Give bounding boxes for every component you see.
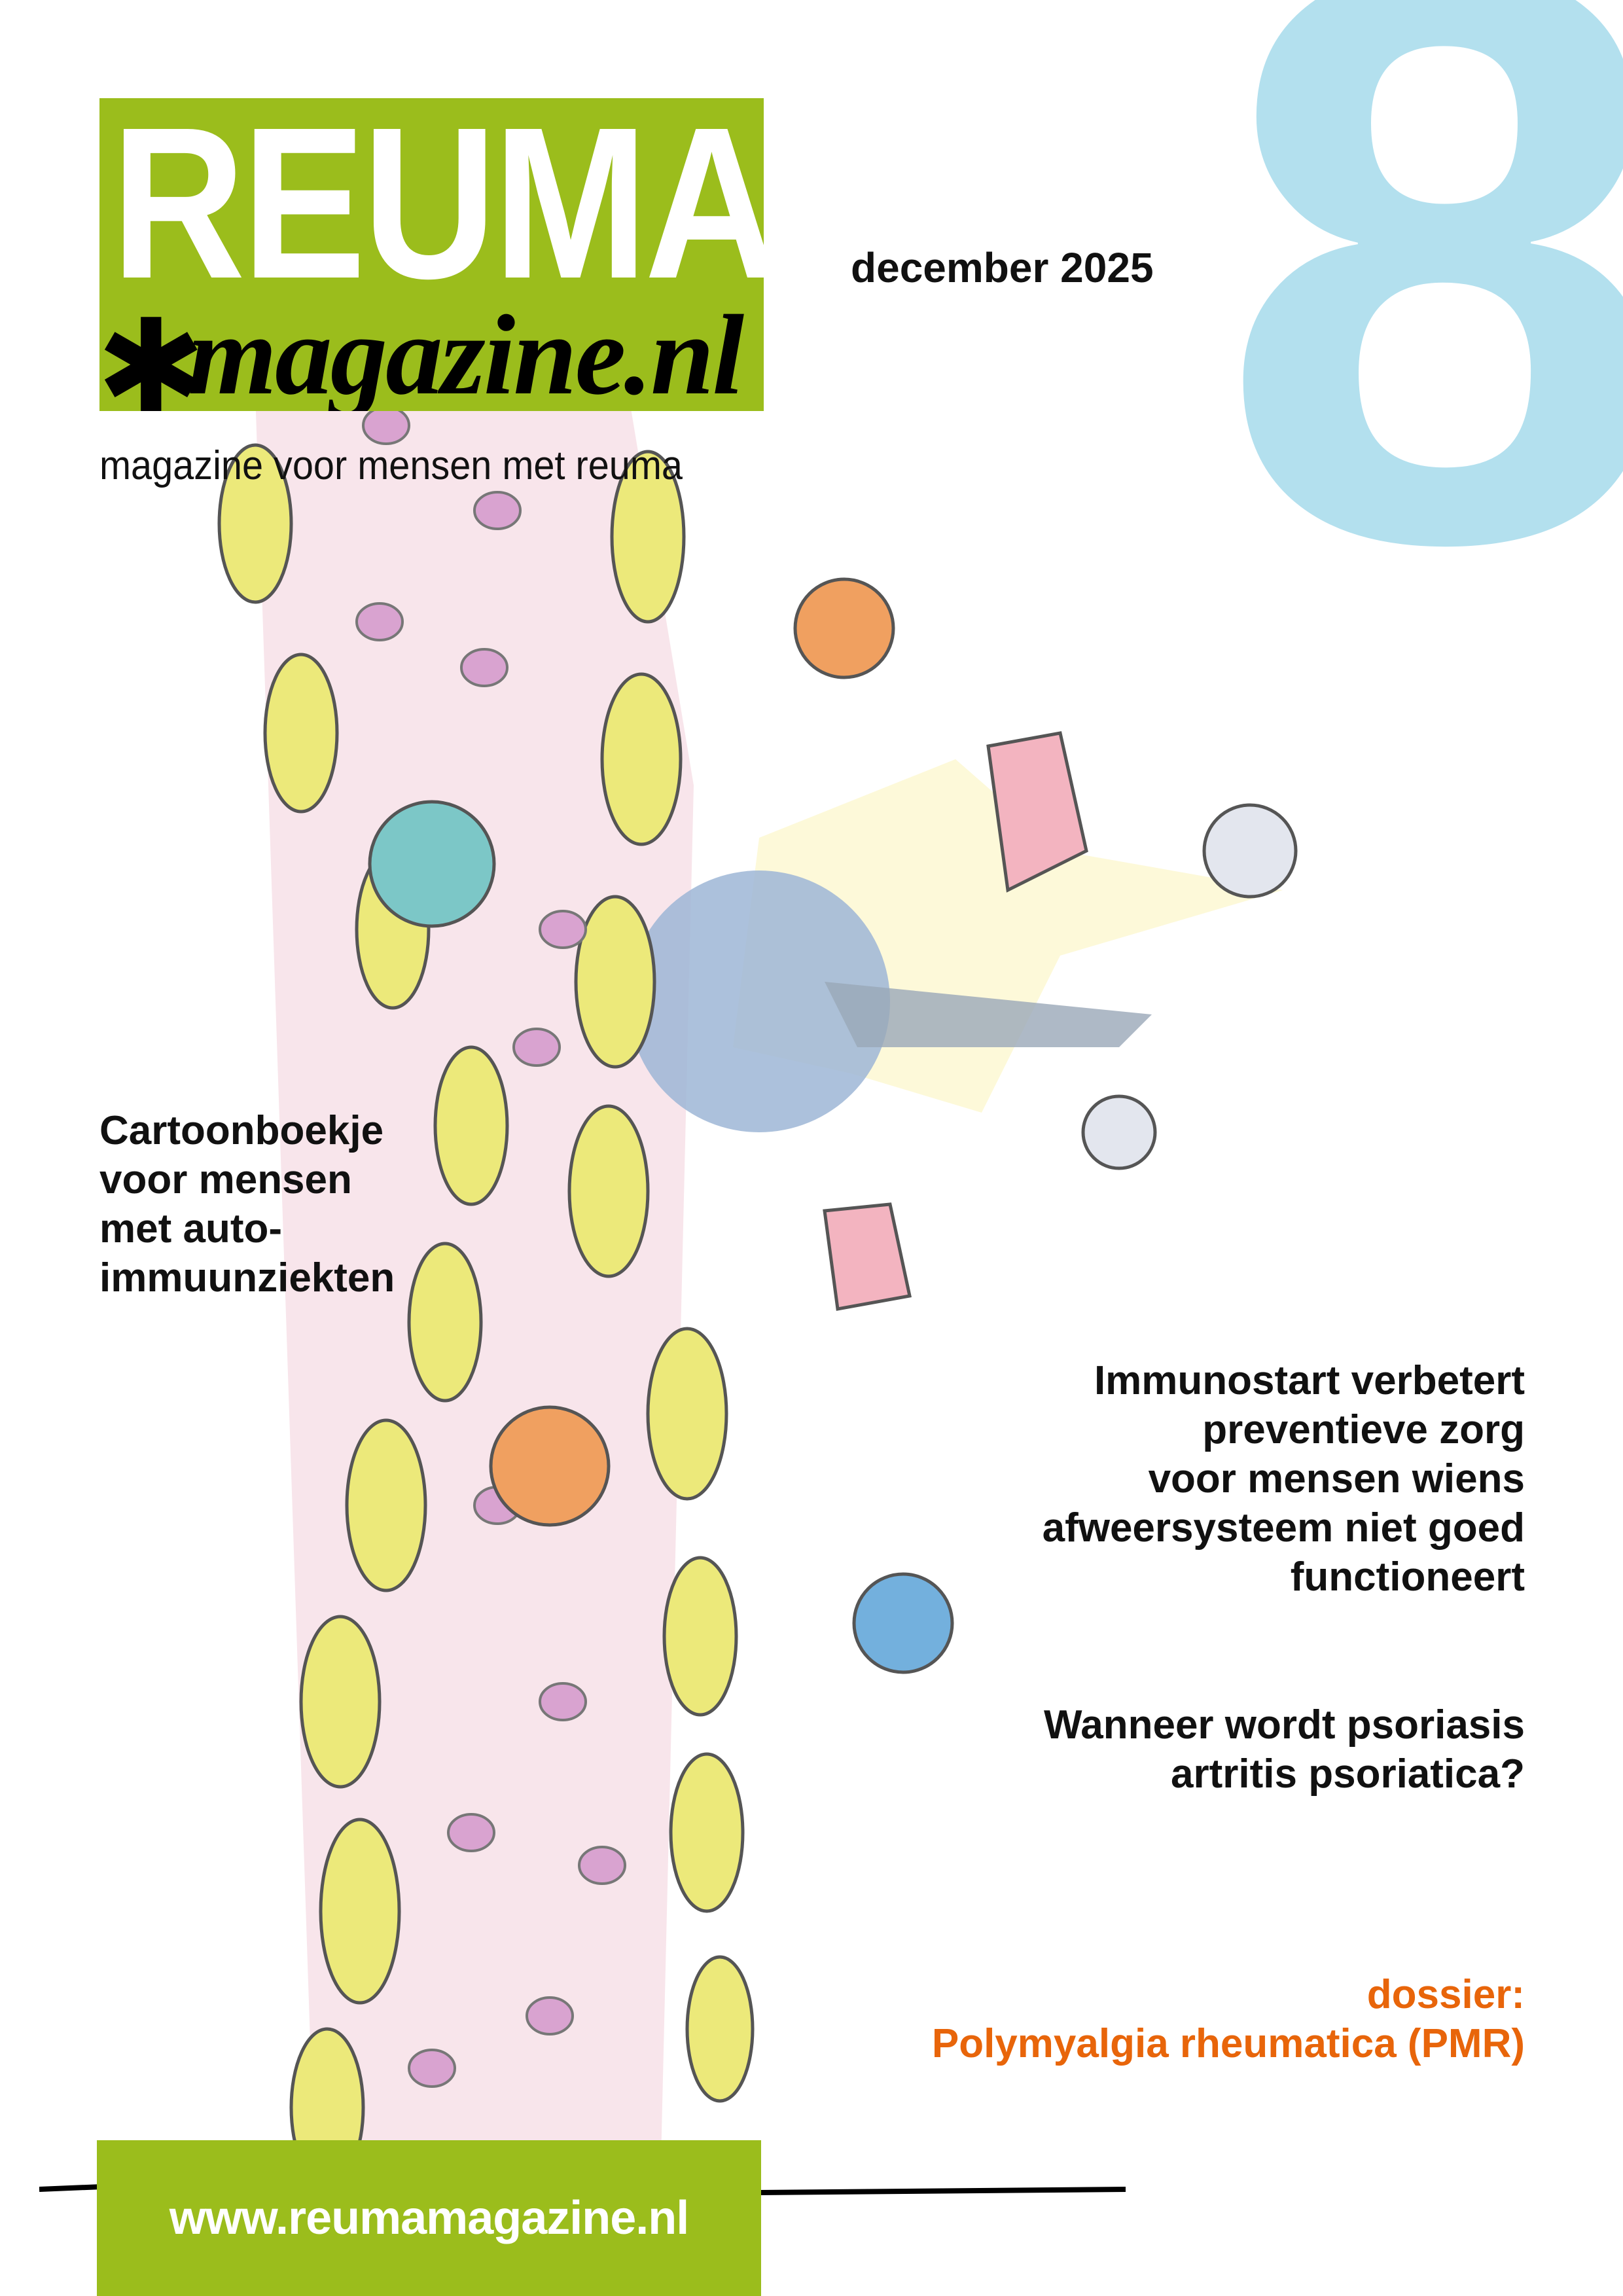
cover-illustration: [39, 393, 1298, 2195]
dossier-title: Polymyalgia rheumatica (PMR): [931, 2021, 1525, 2066]
headline-line: Cartoonboekje: [99, 1108, 384, 1153]
headline-line: functioneert: [1290, 1554, 1525, 1600]
cartoon-characters: [368, 577, 1298, 1674]
headline-line: artritis psoriatica?: [1171, 1751, 1525, 1797]
asterisk-icon: ✱: [99, 291, 206, 412]
headline-line: preventieve zorg: [1202, 1407, 1525, 1452]
headline-line: met auto-: [99, 1206, 282, 1251]
headline-line: voor mensen: [99, 1157, 352, 1202]
footer-bar: www.reumamagazine.nl: [97, 2140, 761, 2296]
headline-line: Immunostart verbetert: [1094, 1358, 1525, 1403]
headline-cartoonboekje: Cartoonboekje voor mensen met auto- immu…: [99, 1106, 395, 1302]
headline-line: Wanneer wordt psoriasis: [1044, 1702, 1525, 1748]
issue-number: 8: [1217, 0, 1623, 712]
dossier-label: dossier:: [1366, 1972, 1525, 2017]
headline-line: afweersysteem niet goed: [1042, 1505, 1525, 1551]
masthead-title: REUMA: [111, 98, 764, 323]
masthead-subtitle: magazine.nl: [188, 291, 744, 412]
website-link[interactable]: www.reumamagazine.nl: [169, 2192, 690, 2244]
masthead-logo: REUMA ✱ magazine.nl: [99, 98, 764, 411]
tagline: magazine voor mensen met reuma: [99, 443, 683, 488]
headline-psoriasis: Wanneer wordt psoriasis artritis psoriat…: [1044, 1700, 1525, 1799]
issue-date: december 2025: [851, 244, 1154, 291]
cell-chain-left: [217, 443, 509, 2188]
red-blood-cells: [355, 406, 626, 2088]
immune-burst: [628, 759, 1283, 1132]
headline-dossier: dossier: Polymyalgia rheumatica (PMR): [932, 1970, 1525, 2068]
headline-line: voor mensen wiens: [1148, 1456, 1525, 1501]
headline-line: immuunziekten: [99, 1255, 395, 1300]
headline-immunostart: Immunostart verbetert preventieve zorg v…: [1043, 1356, 1525, 1602]
cell-chain-right: [567, 450, 755, 2103]
